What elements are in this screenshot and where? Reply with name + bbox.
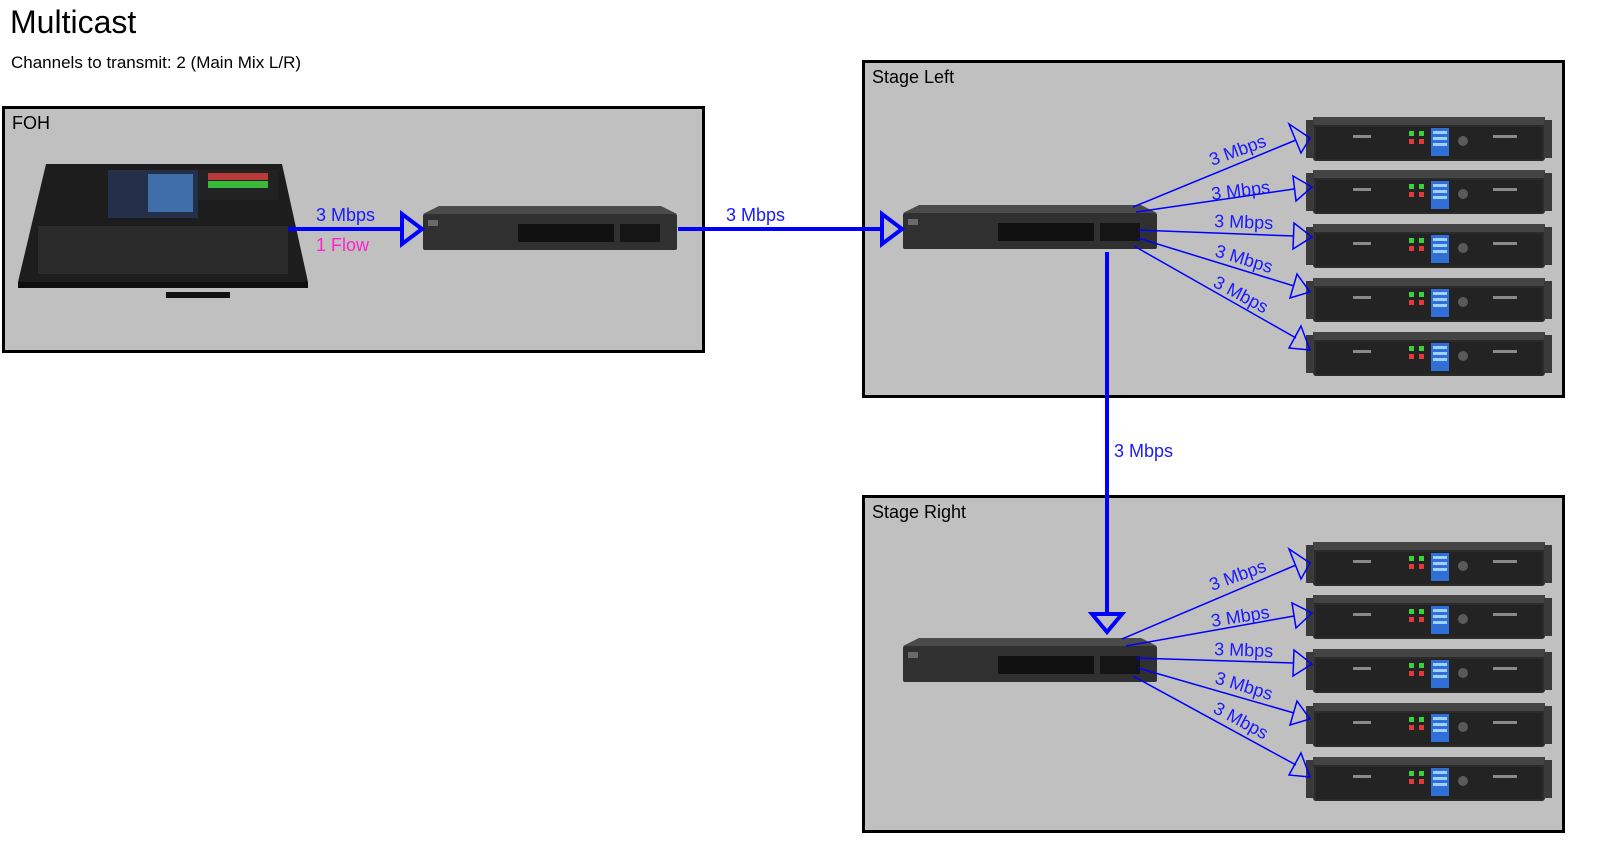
link-sr-amp-1 xyxy=(1121,564,1297,640)
label-sr-amp-2: 3 Mbps xyxy=(1209,602,1270,631)
arrowhead-icon xyxy=(1287,324,1312,351)
power-amplifier-icon xyxy=(1306,595,1552,639)
arrowhead-icon xyxy=(1287,751,1312,778)
link-sl-amp-1 xyxy=(1132,139,1297,208)
page-subtitle: Channels to transmit: 2 (Main Mix L/R) xyxy=(11,53,302,72)
arrowhead-icon xyxy=(1287,547,1311,581)
arrowhead-icon xyxy=(1292,221,1314,251)
main-links xyxy=(288,210,1127,636)
label-sl-amp-3: 3 Mbps xyxy=(1214,211,1274,233)
power-amplifier-icon xyxy=(1306,542,1552,586)
label-console-switch: 3 Mbps xyxy=(316,205,375,225)
power-amplifier-icon xyxy=(1306,649,1552,693)
zone-stage-left-label: Stage Left xyxy=(872,67,955,87)
zone-stage-right-label: Stage Right xyxy=(872,502,967,522)
label-sl-amp-4: 3 Mbps xyxy=(1213,241,1275,277)
link-sl-amp-2 xyxy=(1135,188,1295,213)
arrowhead-icon xyxy=(1291,601,1314,630)
network-switch-icon xyxy=(423,206,677,250)
arrowhead-icon xyxy=(400,210,426,248)
power-amplifier-icon xyxy=(1306,278,1552,322)
power-amplifier-icon xyxy=(1306,117,1552,161)
arrowhead-icon xyxy=(1292,648,1314,678)
arrowhead-icon xyxy=(1287,122,1312,155)
label-foh-stage-left: 3 Mbps xyxy=(726,205,785,225)
network-switch-icon xyxy=(903,205,1157,249)
link-sr-amp-5 xyxy=(1132,675,1297,766)
label-sr-amp-5: 3 Mbps xyxy=(1210,698,1272,743)
label-stage-left-stage-right: 3 Mbps xyxy=(1114,441,1173,461)
label-sr-amp-3: 3 Mbps xyxy=(1214,639,1274,661)
amp-links xyxy=(1121,122,1314,778)
link-sl-amp-5 xyxy=(1133,245,1297,339)
power-amplifier-icon xyxy=(1306,703,1552,747)
link-sl-amp-3 xyxy=(1137,229,1295,237)
label-console-flow: 1 Flow xyxy=(316,235,370,255)
arrowhead-icon xyxy=(1292,174,1314,203)
arrowhead-icon xyxy=(1288,699,1312,727)
power-amplifier-icon xyxy=(1306,224,1552,268)
link-sl-amp-4 xyxy=(1137,237,1295,287)
zone-foh-label: FOH xyxy=(12,113,50,133)
link-sr-amp-4 xyxy=(1137,667,1295,714)
arrowhead-icon xyxy=(1087,612,1127,636)
power-amplifier-icon xyxy=(1306,170,1552,214)
arrowhead-icon xyxy=(1288,272,1312,300)
mixing-console-icon xyxy=(18,164,308,298)
network-switch-icon xyxy=(903,638,1157,682)
link-sr-amp-3 xyxy=(1135,657,1295,664)
link-sr-amp-2 xyxy=(1125,615,1295,647)
power-amplifier-icon xyxy=(1306,757,1552,801)
power-amplifier-icon xyxy=(1306,332,1552,376)
label-sr-amp-1: 3 Mbps xyxy=(1207,556,1269,595)
label-sl-amp-2: 3 Mbps xyxy=(1210,177,1271,204)
arrowhead-icon xyxy=(880,210,906,248)
page-title: Multicast xyxy=(10,4,137,40)
